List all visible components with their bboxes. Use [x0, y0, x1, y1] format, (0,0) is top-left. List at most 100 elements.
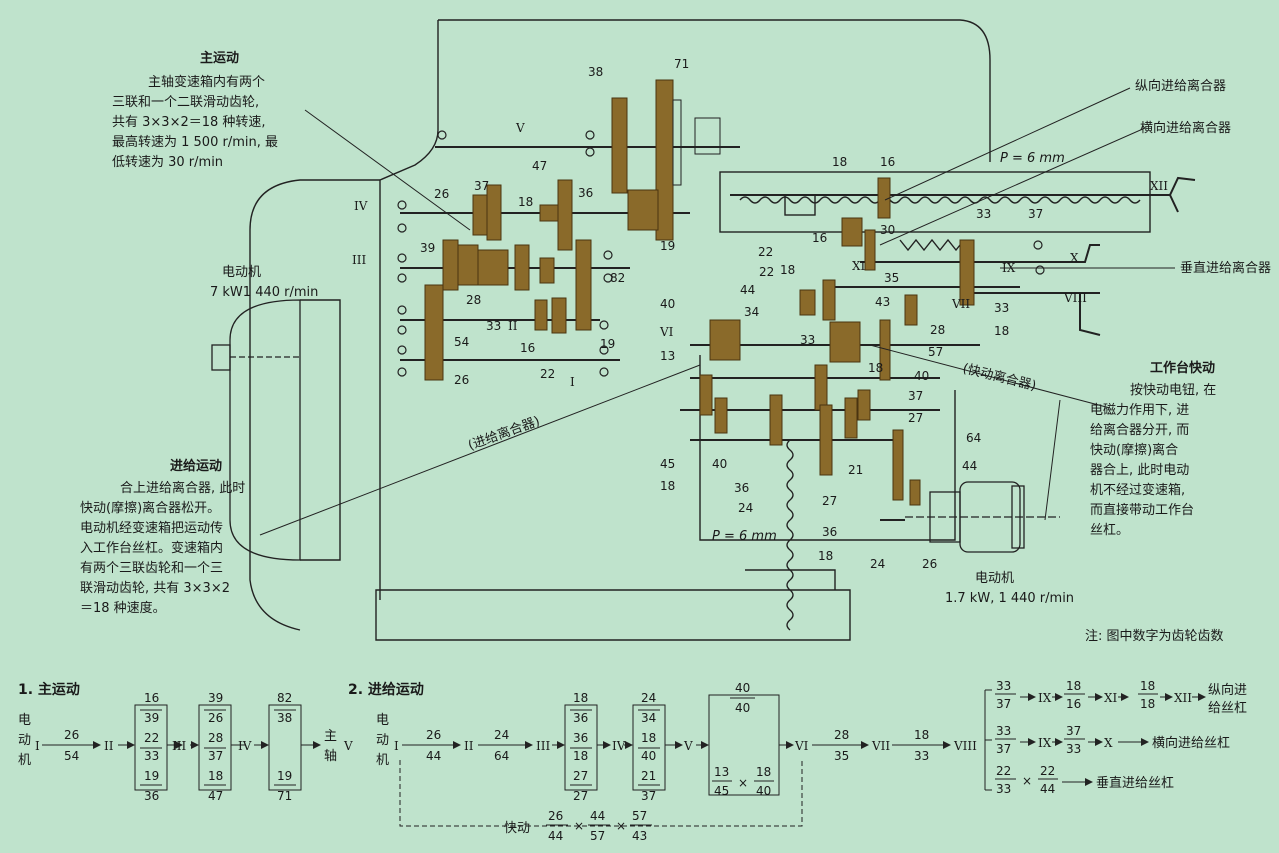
ratio-den: 44	[426, 749, 441, 763]
gear-number: 22	[759, 265, 774, 279]
note: 注: 图中数字为齿轮齿数	[1085, 629, 1224, 644]
box-value: 27	[573, 769, 588, 783]
gear-number: 18	[868, 361, 883, 375]
callout-line: 电动机经变速箱把运动传	[80, 520, 223, 536]
gear-number: 26	[434, 187, 449, 201]
gear-number: 28	[466, 293, 481, 307]
leader-lines	[259, 87, 1175, 536]
gear-number: 36	[578, 186, 593, 200]
lead-screws	[739, 194, 1141, 631]
motor-char: 电	[18, 713, 31, 728]
rapid-label: 快动	[504, 821, 530, 836]
ratio-den: 18	[1140, 697, 1155, 711]
callout-line: 最高转速为 1 500 r/min, 最	[112, 134, 278, 150]
rapid-clutch-label: (快动离合器)	[961, 360, 1038, 394]
feed-motion-title: 进给运动	[170, 458, 222, 474]
bearings	[397, 130, 1045, 377]
gear-number: 18	[994, 324, 1009, 338]
hand-wheels	[1060, 176, 1196, 336]
box-value: 18	[573, 691, 588, 705]
callout-line: 按快动电钮, 在	[1130, 383, 1216, 398]
times-sign: ×	[616, 819, 626, 833]
feed-motor-label: 电动机 1.7 kW, 1 440 r/min	[945, 571, 1074, 606]
shaft-label: I	[394, 739, 399, 753]
gear-number: 44	[740, 283, 755, 297]
branch-label: 纵向进	[1208, 682, 1247, 698]
shaft-label: II	[464, 739, 474, 753]
box-value: 71	[277, 789, 292, 803]
callout-line: 三联和一个二联滑动齿轮,	[112, 95, 259, 110]
callout-line: 入工作台丝杠。变速箱内	[80, 540, 223, 556]
gear-number: 37	[474, 179, 489, 193]
ratio-den: 57	[590, 829, 605, 843]
motor-title: 电动机	[975, 571, 1014, 586]
gear-number: 18	[660, 479, 675, 493]
ratio-num: 24	[494, 728, 509, 742]
ratio-den: 16	[1066, 697, 1081, 711]
ratio-den: 33	[996, 782, 1011, 796]
shaft-label: VI	[659, 325, 674, 339]
callout-line: 丝杠。	[1090, 522, 1129, 538]
gear-number: 16	[880, 155, 895, 169]
main-motion-callout: 主运动 主轴变速箱内有两个 三联和一个二联滑动齿轮, 共有 3×3×2＝18 种…	[112, 50, 278, 170]
ratio-num: 26	[426, 728, 441, 742]
gear-number: 16	[520, 341, 535, 355]
box-value: 33	[144, 749, 159, 763]
box-value: 36	[144, 789, 159, 803]
box-value: 40	[735, 701, 750, 715]
ratio-den: 33	[1066, 742, 1081, 756]
ratio-num: 28	[834, 728, 849, 742]
shaft-label: II	[508, 319, 518, 333]
times-sign: ×	[738, 776, 748, 790]
ratio-num: 26	[64, 728, 79, 742]
spindle-char: 主	[324, 729, 337, 744]
gear-number: 22	[540, 367, 555, 381]
feed-clutch-label: (进给离合器)	[466, 413, 542, 454]
gear-number: 22	[758, 245, 773, 259]
box-value: 18	[641, 731, 656, 745]
gear-number: 33	[976, 207, 991, 221]
callout-line: 主轴变速箱内有两个	[148, 74, 265, 90]
shaft-label: X	[1070, 251, 1079, 265]
callout-line: 而直接带动工作台	[1090, 502, 1194, 518]
gear-number: 34	[744, 305, 759, 319]
gear-number: 30	[880, 223, 895, 237]
feed-motion-formula: 2. 进给运动 电 动 机 I 26 44 II 24 64 III 18 36…	[348, 679, 1247, 843]
gear-number: 13	[660, 349, 675, 363]
motor-char: 机	[18, 753, 31, 768]
shaft-label: IX	[1038, 691, 1052, 705]
ratio-num: 37	[1066, 724, 1081, 738]
gear-number: 35	[884, 271, 899, 285]
pitch-lower: P = 6 mm	[712, 529, 777, 544]
gear-number: 37	[1028, 207, 1043, 221]
box-value: 21	[641, 769, 656, 783]
box-value: 40	[641, 749, 656, 763]
gear-number: 64	[966, 431, 981, 445]
callout-line: 低转速为 30 r/min	[112, 155, 223, 170]
gear-number: 26	[922, 557, 937, 571]
shaft-label: XI	[1104, 691, 1118, 705]
callout-line: 快动(摩擦)离合	[1090, 442, 1178, 458]
callout-line: 合上进给离合器, 此时	[120, 480, 245, 496]
box-value: 28	[208, 731, 223, 745]
ratio-den: 33	[914, 749, 929, 763]
gear-number: 19	[600, 337, 615, 351]
callout-line: 联滑动齿轮, 共有 3×3×2	[80, 581, 230, 596]
box-value: 37	[641, 789, 656, 803]
box-value: 39	[144, 711, 159, 725]
gear-number: 33	[486, 319, 501, 333]
gear-number: 57	[928, 345, 943, 359]
shaft-label: IX	[1002, 261, 1016, 275]
shaft-label: XII	[1174, 691, 1192, 705]
ratio-den: 64	[494, 749, 509, 763]
ratio-num: 57	[632, 809, 647, 823]
shaft-label: III	[172, 739, 186, 753]
gear-number: 19	[660, 239, 675, 253]
main-motion-title: 主运动	[200, 50, 239, 66]
branch-label: 给丝杠	[1208, 700, 1247, 716]
shaft-label: VII	[951, 297, 970, 311]
box-value: 40	[756, 784, 771, 798]
box-value: 13	[714, 765, 729, 779]
shaft-numerals: I II III IV V VI VII VIII IX X XI XII	[352, 121, 1168, 389]
gear-number: 26	[454, 373, 469, 387]
